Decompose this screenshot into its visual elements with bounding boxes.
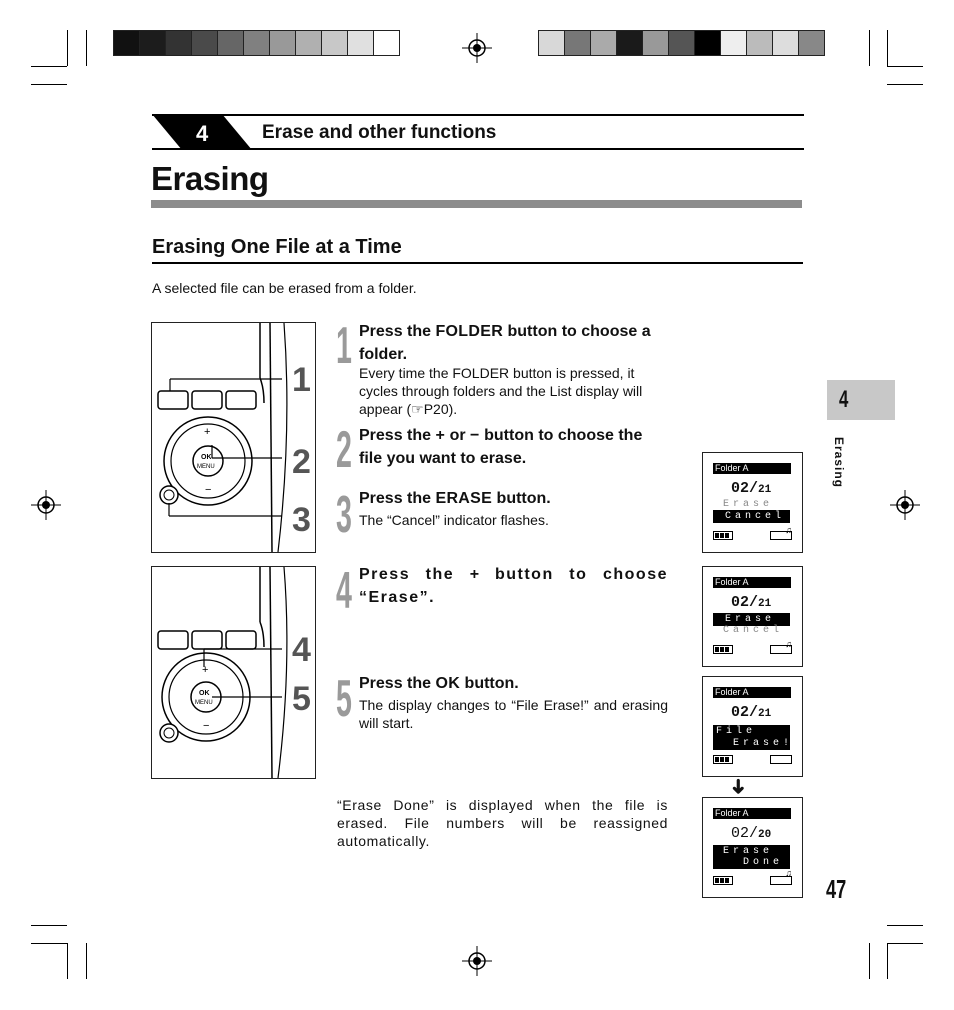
section-rule (152, 262, 803, 264)
step-number: 1 (336, 317, 352, 375)
svg-text:−: − (203, 720, 209, 732)
step-number: 2 (336, 421, 352, 479)
page-title: Erasing (151, 160, 269, 197)
chapter-title: Erase and other functions (262, 122, 497, 143)
chapter-side-tab: 4 (827, 380, 895, 420)
svg-text:3: 3 (292, 501, 311, 539)
chapter-rule-top (152, 114, 804, 116)
svg-text:MENU: MENU (195, 700, 213, 706)
folder-button (157, 390, 189, 410)
step-3-text: The “Cancel” indicator flashes. (359, 512, 549, 528)
color-calibration-bar-right (538, 30, 825, 56)
step-number: 3 (336, 486, 352, 544)
chapter-tab: 4 (152, 114, 252, 150)
chapter-rule-bottom (152, 148, 804, 150)
registration-mark-icon (890, 490, 920, 520)
step-2-title: Press the + or − button to choose the fi… (359, 427, 643, 467)
registration-mark-icon (462, 33, 492, 63)
step-3-title: Press the ERASE button. (359, 490, 551, 507)
erase-button (159, 485, 179, 505)
lcd-folder: Folder A (713, 463, 791, 474)
side-section-label: Erasing (832, 437, 846, 489)
step-number: 5 (336, 670, 352, 728)
lcd-screen-erase: Folder A 02/21 Erase Cancel ♫ (702, 566, 803, 667)
registration-mark-icon (462, 946, 492, 976)
lcd-screen-cancel: Folder A 02/21 Erase Cancel ♫ (702, 452, 803, 553)
intro-text: A selected file can be erased from a fol… (152, 280, 417, 296)
step-5-text: The display changes to “File Erase!” and… (359, 697, 668, 731)
svg-text:+: + (202, 664, 208, 676)
page-number: 47 (826, 874, 847, 904)
step-number: 4 (336, 562, 352, 620)
lcd-screen-file-erase: Folder A 02/21 File Erase! (702, 676, 803, 777)
step-5-title: Press the OK button. (359, 675, 519, 692)
step-1-text: Every time the FOLDER button is pressed,… (359, 365, 643, 417)
svg-text:2: 2 (292, 443, 311, 481)
svg-text:1: 1 (292, 361, 311, 399)
svg-text:5: 5 (292, 680, 311, 718)
lcd-file-number: 02/21 (731, 480, 772, 497)
step-4-title: Press the + button to choose “Erase”. (359, 566, 669, 606)
svg-text:−: − (205, 484, 211, 496)
color-calibration-bar-left (113, 30, 400, 56)
svg-text:OK: OK (199, 690, 210, 697)
arrow-down-icon: ➜ (726, 778, 749, 795)
title-rule (151, 200, 802, 208)
footer-note: “Erase Done” is displayed when the file … (337, 797, 668, 849)
section-title: Erasing One File at a Time (152, 236, 402, 258)
chapter-number: 4 (196, 121, 209, 146)
svg-text:4: 4 (292, 631, 311, 669)
lcd-screen-erase-done: Folder A 02/20 Erase Done ♫ (702, 797, 803, 898)
svg-text:OK: OK (201, 454, 212, 461)
registration-mark-icon (31, 490, 61, 520)
svg-text:+: + (204, 426, 210, 438)
device-illustration-bottom: OK MENU + − 4 5 (151, 566, 316, 779)
device-illustration-top: OK MENU + − 1 2 3 (151, 322, 316, 553)
step-1-title: Press the FOLDER button to choose a fold… (359, 323, 651, 363)
svg-text:MENU: MENU (197, 464, 215, 470)
